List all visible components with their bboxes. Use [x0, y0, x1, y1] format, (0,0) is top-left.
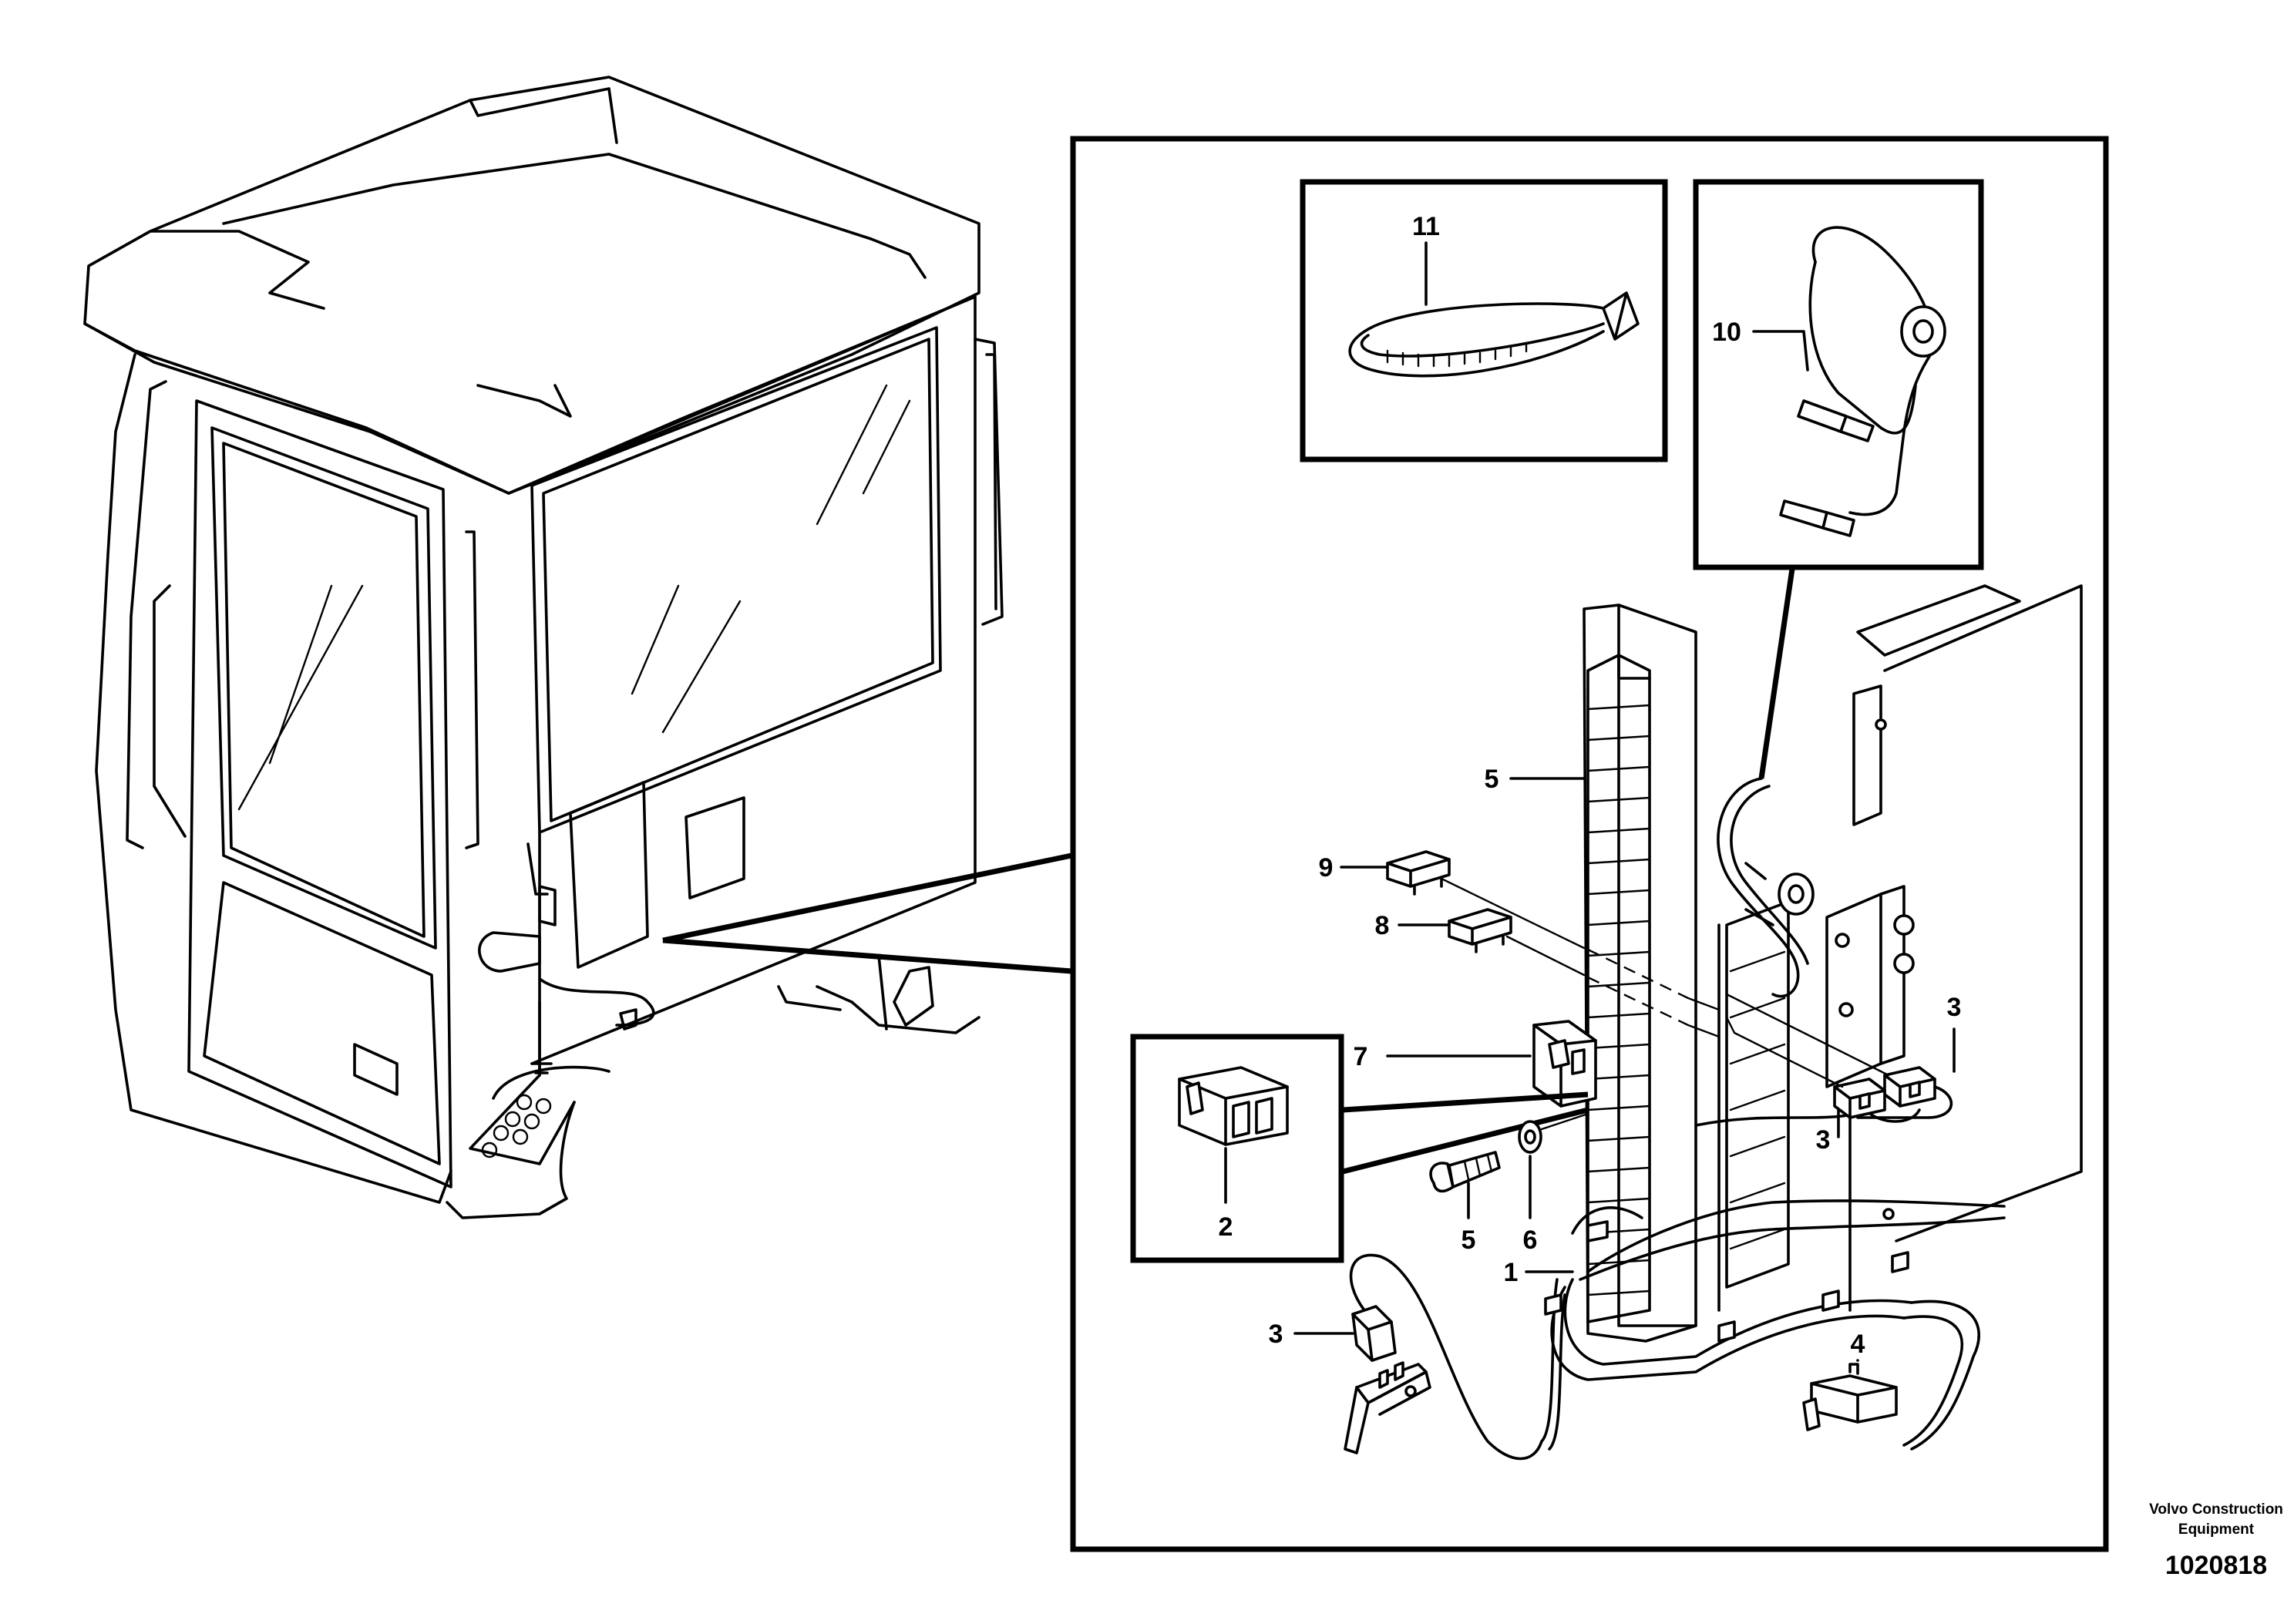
inset-2-leaders: [1342, 1091, 1589, 1175]
callout-8: 8: [1375, 911, 1390, 940]
connector-housing-part: [1178, 1066, 1289, 1146]
cab-illustration: [83, 76, 1004, 1219]
switch-4-part: [1802, 1363, 1898, 1431]
figure-number: 1020818: [2165, 1551, 2267, 1580]
callout-3-lower: 3: [1269, 1320, 1283, 1349]
connector-3c-part: [1344, 1305, 1431, 1454]
callout-11: 11: [1412, 212, 1440, 241]
connector-3a-part: [1883, 1066, 1936, 1108]
fuse-8-part: [1448, 908, 1512, 953]
callout-5-upper: 5: [1485, 765, 1499, 794]
callout-4: 4: [1851, 1330, 1865, 1359]
company-name-line1: Volvo Construction: [2149, 1501, 2283, 1518]
wiring-harness: [1349, 777, 2006, 1461]
bolt-5-part: [1429, 1151, 1501, 1193]
inset-connector-housing: [1130, 1034, 1344, 1263]
callout-5-lower: 5: [1462, 1226, 1476, 1255]
ground-cable-part: [1779, 226, 1946, 537]
zoom-leader-lines: [662, 852, 1072, 974]
connector-3b-part: [1833, 1078, 1886, 1119]
callout-9: 9: [1319, 853, 1334, 883]
washer-6-part: [1518, 1120, 1542, 1154]
callout-2: 2: [1219, 1212, 1233, 1242]
callout-3-mid: 3: [1816, 1125, 1831, 1155]
relay-7-part: [1532, 1020, 1597, 1108]
callout-1: 1: [1504, 1258, 1519, 1287]
inset-cable-tie: [1300, 179, 1668, 462]
callout-7: 7: [1354, 1042, 1368, 1071]
callout-6: 6: [1523, 1226, 1538, 1255]
fuse-9-part: [1386, 850, 1451, 896]
company-name-line2: Equipment: [2178, 1521, 2255, 1538]
detail-frame: [1070, 136, 2109, 1552]
cable-tie-part: [1348, 291, 1640, 378]
callout-10: 10: [1712, 318, 1741, 347]
inset-ground-cable: [1693, 179, 1984, 570]
callout-3-right: 3: [1947, 993, 1962, 1022]
